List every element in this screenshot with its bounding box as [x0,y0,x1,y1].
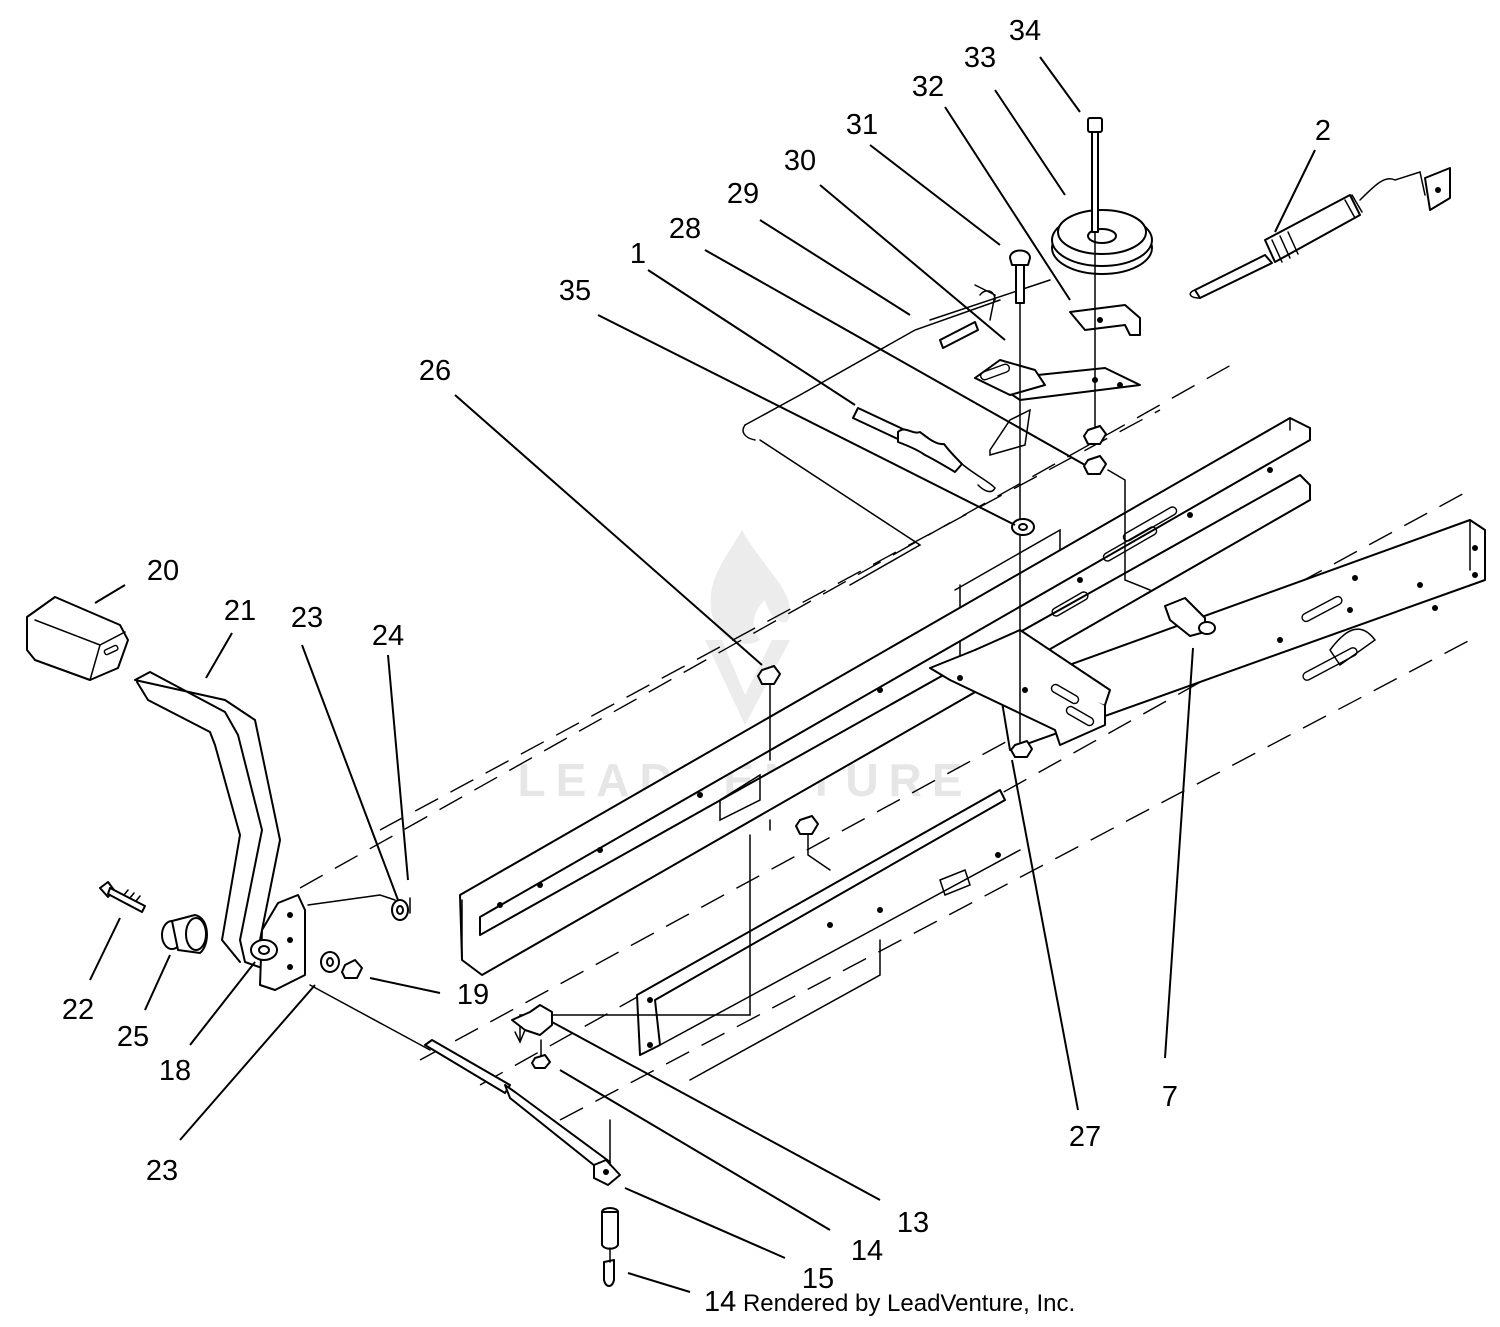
label-28: 28 [669,213,701,245]
spring-2 [1189,167,1451,299]
clamp-13 [511,1004,553,1069]
deck-plate-outline [742,279,1061,681]
rod-29 [939,284,996,349]
pedal-arm-21 [134,671,281,969]
bushing-25 [161,914,208,954]
label-31: 31 [846,109,878,141]
footer-credit: 14 Rendered by LeadVenture, Inc. [704,1286,1075,1319]
label-24: 24 [372,620,404,652]
washer-23 [307,894,411,921]
label-15: 15 [802,1263,834,1295]
label-23b: 23 [146,1155,178,1187]
spring-1 [852,407,996,493]
spacer-15 [601,1207,619,1250]
label-7: 7 [1162,1081,1178,1113]
credit-text: Rendered by LeadVenture, Inc. [742,1290,1076,1317]
leader-lines [89,56,1316,1293]
lower-frame-rail [519,789,1021,1081]
clevis-pin-7 [1164,597,1216,637]
label-14a: 14 [851,1235,883,1267]
label-32: 32 [912,71,944,103]
label-18: 18 [159,1055,191,1087]
pulley-bracket-32 [1069,304,1141,336]
cross-support-27 [929,629,1111,746]
pivot-bracket-18 [250,894,306,991]
pedal-pad-20 [26,596,129,681]
left-frame-rail [459,417,1311,976]
bolt-22 [99,881,146,913]
callout-labels: 34 33 32 31 30 29 28 1 2 35 26 20 21 23 … [62,15,1331,1295]
label-27: 27 [1069,1121,1101,1153]
label-13: 13 [897,1207,929,1239]
label-2: 2 [1315,115,1331,147]
watermark: LEADVENTURE [517,530,963,806]
brake-rod-23 [309,984,621,1186]
label-30: 30 [784,145,816,177]
washer-19 [320,951,363,979]
label-19: 19 [457,979,489,1011]
label-33: 33 [964,42,996,74]
idler-bracket-28 [974,359,1141,456]
label-21: 21 [224,595,256,627]
label-26: 26 [419,355,451,387]
label-22: 22 [62,994,94,1026]
washer-35 [1010,518,1035,758]
idler-pulley-33 [1051,209,1153,275]
label-23a: 23 [291,602,323,634]
bolt-14 [603,1247,615,1287]
label-35: 35 [559,275,591,307]
right-frame-rail [939,519,1486,896]
label-20: 20 [147,555,179,587]
footer-callout-14: 14 [704,1286,737,1318]
bolt-34 [1087,117,1103,431]
nut-26 [757,665,831,871]
nut-28 [1083,425,1151,591]
label-1: 1 [630,238,646,270]
label-34: 34 [1009,15,1041,47]
label-29: 29 [727,178,759,210]
label-25: 25 [117,1021,149,1053]
